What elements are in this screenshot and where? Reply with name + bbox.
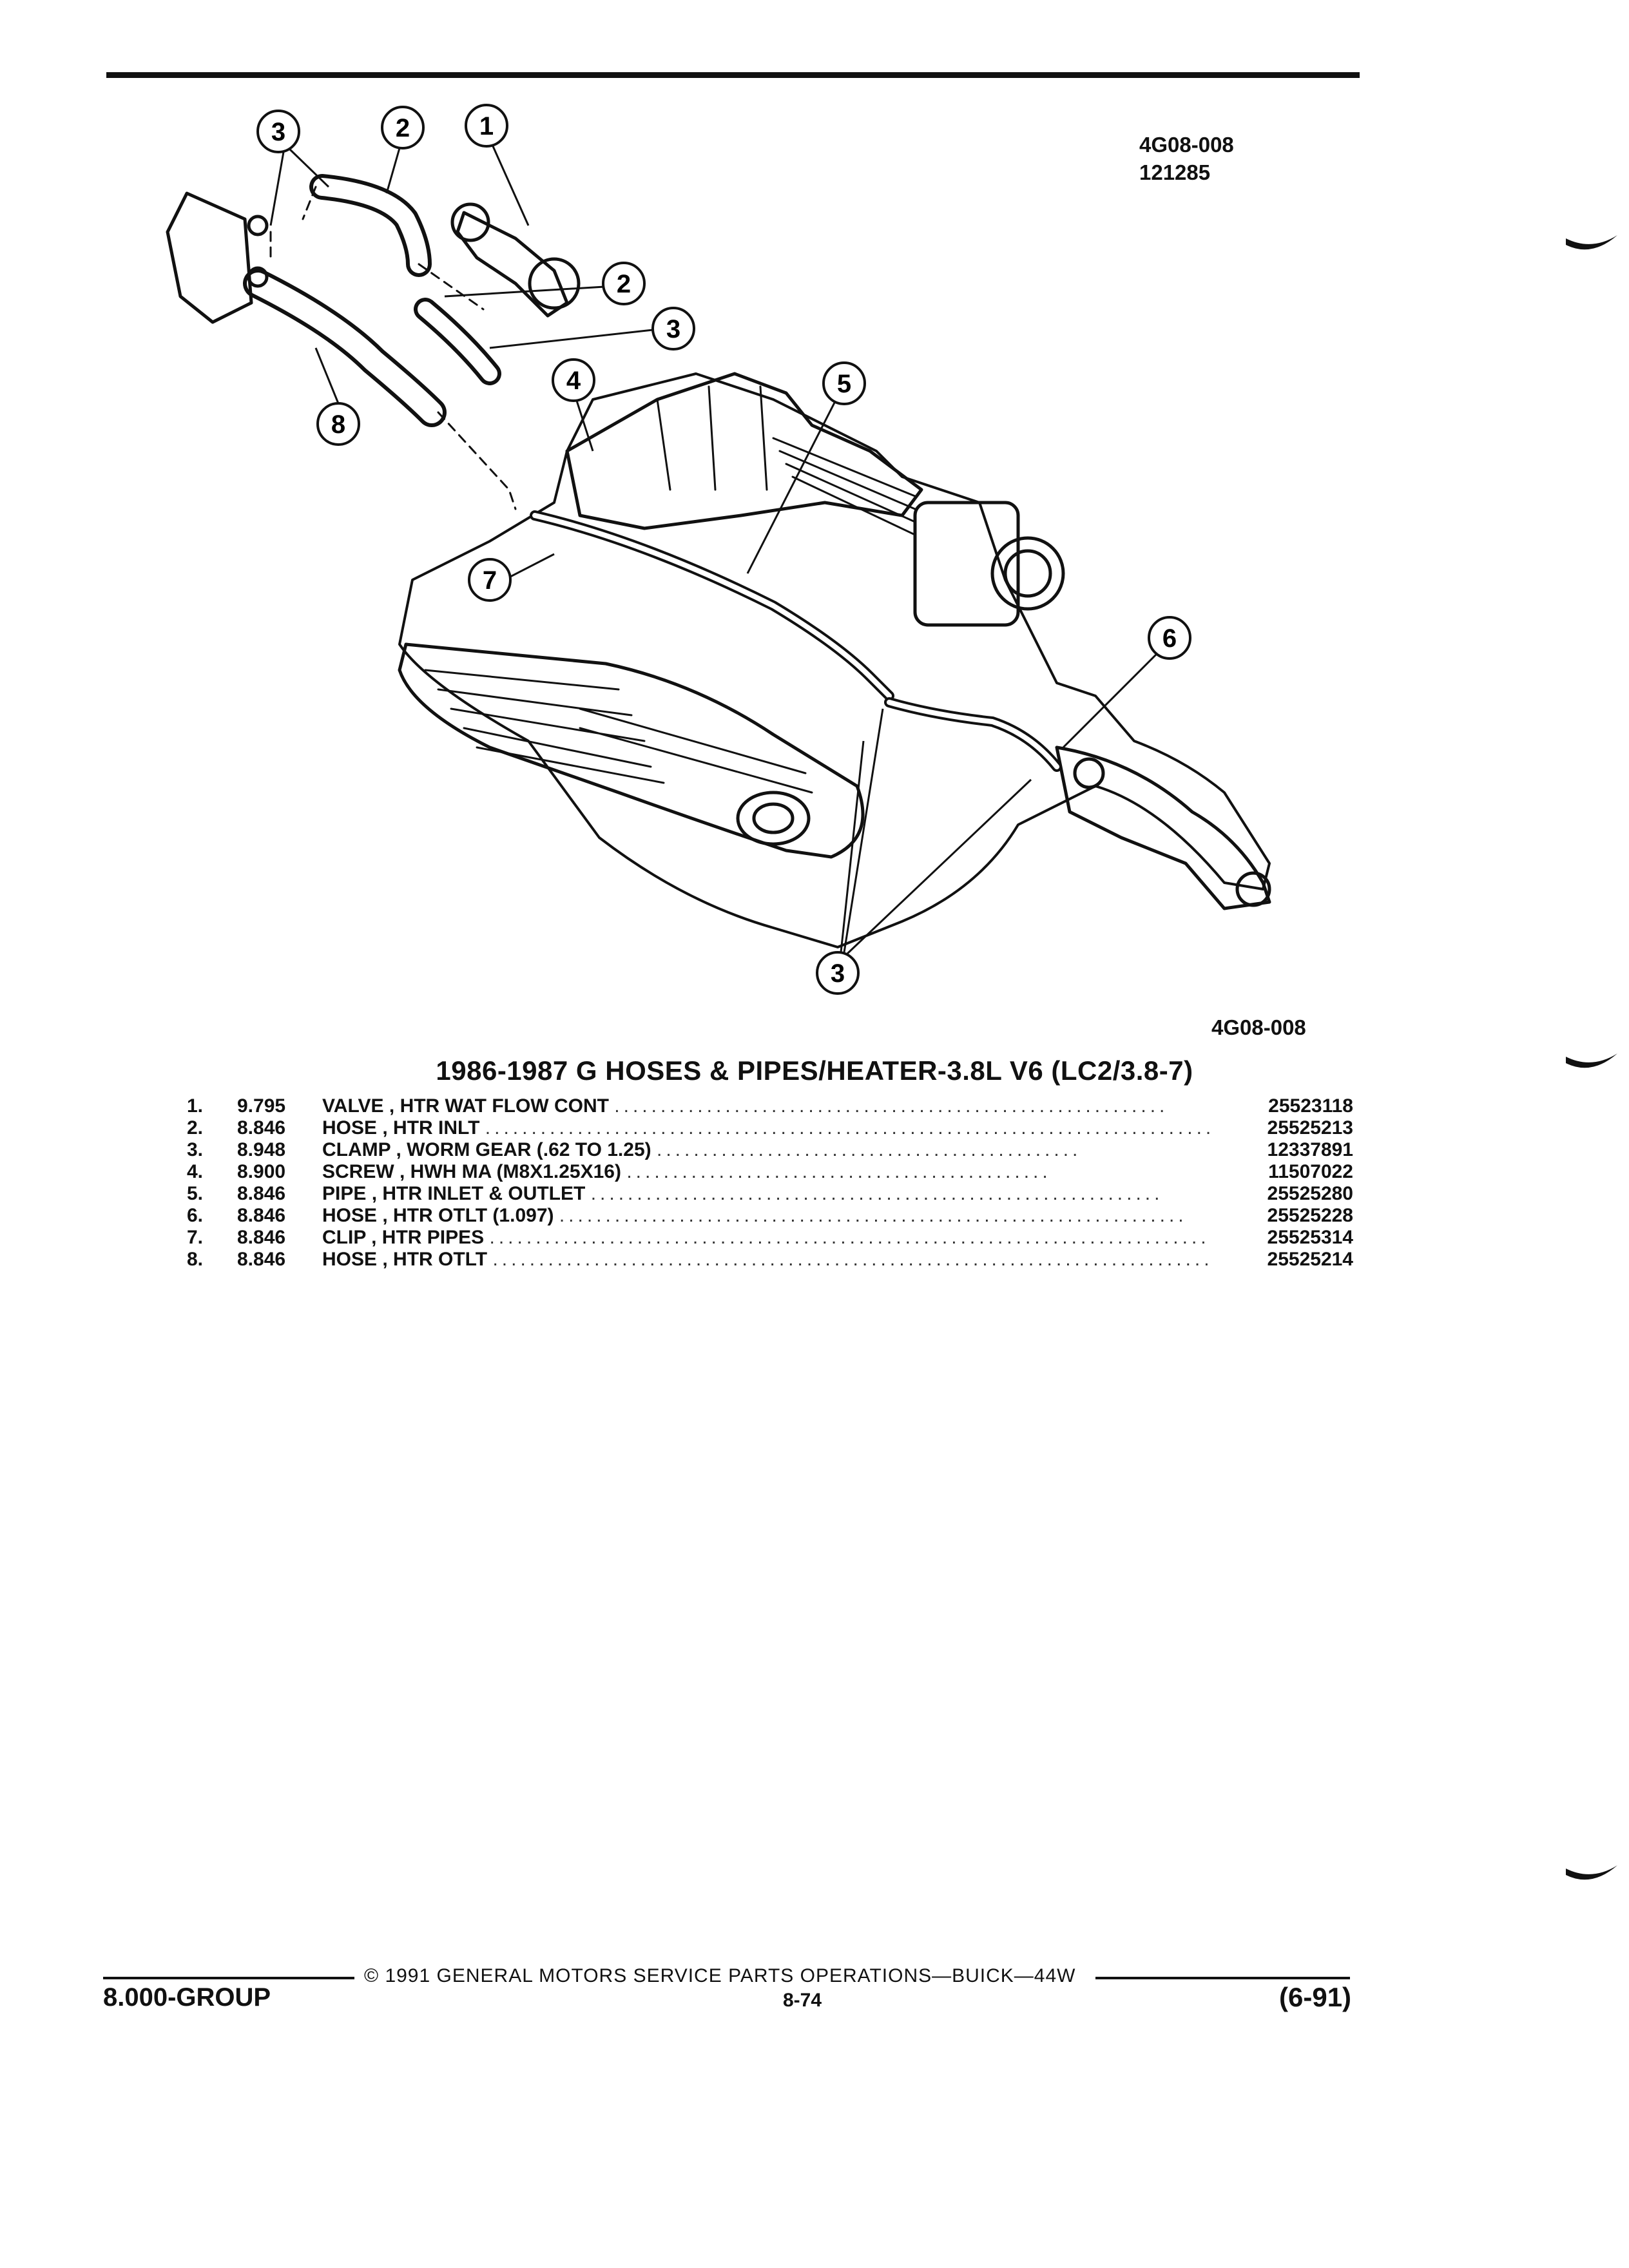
list-item: 8. 8.846 HOSE , HTR OTLT ...............… [187, 1249, 1353, 1270]
item-number: 6. [187, 1205, 204, 1226]
callout-6: 6 [1148, 616, 1191, 660]
callout-2-mid: 2 [602, 262, 646, 305]
svg-text:6: 6 [1162, 624, 1177, 653]
item-description: HOSE , HTR INLT [322, 1117, 480, 1139]
binder-mark [1566, 235, 1617, 250]
callout-8: 8 [316, 402, 360, 446]
svg-text:2: 2 [396, 114, 410, 142]
part-number: 12337891 [1267, 1139, 1353, 1160]
svg-text:7: 7 [483, 566, 497, 595]
list-item: 3. 8.948 CLAMP , WORM GEAR (.62 TO 1.25)… [187, 1139, 1353, 1160]
part-number: 25525228 [1267, 1205, 1353, 1226]
footer-date: (6-91) [1279, 1982, 1352, 2012]
list-item: 4. 8.900 SCREW , HWH MA (M8X1.25X16) ...… [187, 1161, 1353, 1182]
callout-5: 5 [822, 361, 866, 405]
figure-code: 4G08-008 [1139, 133, 1234, 157]
footer-copyright: © 1991 GENERAL MOTORS SERVICE PARTS OPER… [364, 1965, 1076, 1986]
part-number: 25525213 [1267, 1117, 1353, 1139]
item-description: VALVE , HTR WAT FLOW CONT [322, 1095, 609, 1117]
part-number: 25525314 [1267, 1227, 1353, 1248]
footer-group: 8.000-GROUP [103, 1983, 271, 2012]
binder-mark [1566, 1865, 1617, 1880]
group-number: 8.900 [237, 1161, 286, 1182]
callout-3-mid: 3 [651, 307, 695, 351]
item-description: HOSE , HTR OTLT (1.097) [322, 1205, 554, 1226]
page-title: 1986-1987 G HOSES & PIPES/HEATER-3.8L V6… [436, 1055, 1193, 1086]
svg-text:8: 8 [331, 410, 345, 439]
callout-4: 4 [552, 358, 595, 402]
callout-1: 1 [465, 104, 508, 148]
item-number: 8. [187, 1249, 204, 1270]
item-number: 3. [187, 1139, 204, 1160]
figure-date-code: 121285 [1139, 160, 1211, 184]
part-number: 25525280 [1267, 1183, 1353, 1204]
group-number: 8.846 [237, 1227, 286, 1248]
list-item: 7. 8.846 CLIP , HTR PIPES ..............… [187, 1227, 1353, 1248]
callout-3-bottom: 3 [816, 951, 860, 995]
callout-2-top: 2 [381, 106, 425, 149]
item-description: SCREW , HWH MA (M8X1.25X16) [322, 1161, 621, 1182]
part-number: 25525214 [1267, 1249, 1353, 1270]
list-item: 2. 8.846 HOSE , HTR INLT ...............… [187, 1117, 1353, 1139]
group-number: 8.948 [237, 1139, 286, 1160]
item-description: CLIP , HTR PIPES [322, 1227, 485, 1248]
item-description: PIPE , HTR INLET & OUTLET [322, 1183, 586, 1204]
binder-mark [1566, 1053, 1617, 1068]
svg-text:3: 3 [271, 118, 285, 146]
item-description: HOSE , HTR OTLT [322, 1249, 488, 1270]
svg-text:5: 5 [837, 370, 851, 398]
figure-code-bottom: 4G08-008 [1211, 1015, 1306, 1039]
list-item: 5. 8.846 PIPE , HTR INLET & OUTLET .....… [187, 1183, 1353, 1204]
group-number: 8.846 [237, 1183, 286, 1204]
svg-text:3: 3 [666, 315, 680, 343]
group-number: 8.846 [237, 1205, 286, 1226]
callout-7: 7 [468, 558, 512, 602]
item-number: 4. [187, 1161, 204, 1182]
exploded-parts-diagram: 3 2 1 2 3 4 5 8 7 6 3 [166, 104, 1271, 995]
page-number: 8-74 [783, 1990, 822, 2011]
footer-rule-right [1095, 1977, 1350, 1979]
list-item: 6. 8.846 HOSE , HTR OTLT (1.097) .......… [187, 1205, 1353, 1226]
svg-text:4: 4 [566, 367, 581, 395]
callout-3-top: 3 [256, 110, 300, 153]
svg-text:1: 1 [479, 112, 494, 140]
part-number: 11507022 [1268, 1161, 1353, 1182]
top-rule [106, 72, 1360, 78]
item-number: 5. [187, 1183, 204, 1204]
item-number: 1. [187, 1095, 204, 1117]
group-number: 8.846 [237, 1249, 286, 1270]
svg-text:2: 2 [617, 270, 631, 298]
svg-text:3: 3 [831, 959, 845, 988]
item-description: CLAMP , WORM GEAR (.62 TO 1.25) [322, 1139, 651, 1160]
footer-rule-left [103, 1977, 354, 1979]
item-number: 7. [187, 1227, 204, 1248]
parts-list: 1. 9.795 VALVE , HTR WAT FLOW CONT .....… [180, 1095, 1353, 1271]
group-number: 9.795 [237, 1095, 286, 1117]
group-number: 8.846 [237, 1117, 286, 1139]
list-item: 1. 9.795 VALVE , HTR WAT FLOW CONT .....… [187, 1095, 1353, 1117]
part-number: 25523118 [1268, 1095, 1353, 1117]
item-number: 2. [187, 1117, 204, 1139]
